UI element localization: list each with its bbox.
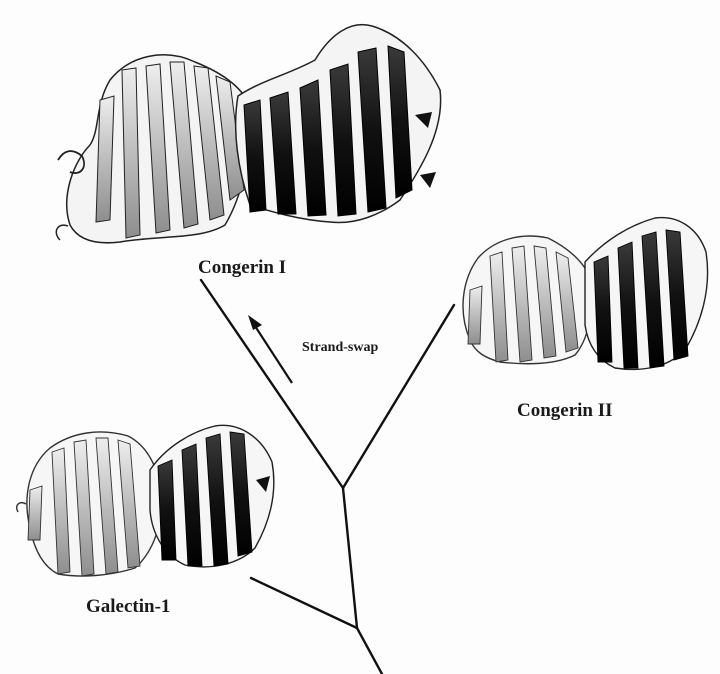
branch-galectin-1 bbox=[251, 578, 357, 628]
congerin-1-dark-domain bbox=[236, 25, 441, 223]
congerin-1-structure bbox=[56, 25, 440, 243]
branch-internal bbox=[343, 488, 357, 628]
congerin-2-structure bbox=[463, 218, 708, 370]
congerin-2-dark-domain bbox=[585, 218, 708, 370]
galectin-1-light-domain bbox=[17, 432, 162, 576]
congerin-2-light-domain bbox=[463, 236, 592, 364]
label-congerin-1: Congerin I bbox=[198, 257, 286, 279]
label-congerin-2: Congerin II bbox=[517, 400, 613, 422]
label-strand-swap: Strand-swap bbox=[302, 340, 378, 356]
galectin-1-dark-domain bbox=[150, 425, 274, 566]
label-galectin-1: Galectin-1 bbox=[86, 596, 170, 618]
galectin-1-structure bbox=[17, 425, 274, 576]
strand-swap-arrow bbox=[248, 315, 292, 383]
branch-root bbox=[357, 628, 382, 674]
branch-congerin-2 bbox=[343, 305, 454, 488]
congerin-1-light-domain bbox=[56, 55, 251, 243]
